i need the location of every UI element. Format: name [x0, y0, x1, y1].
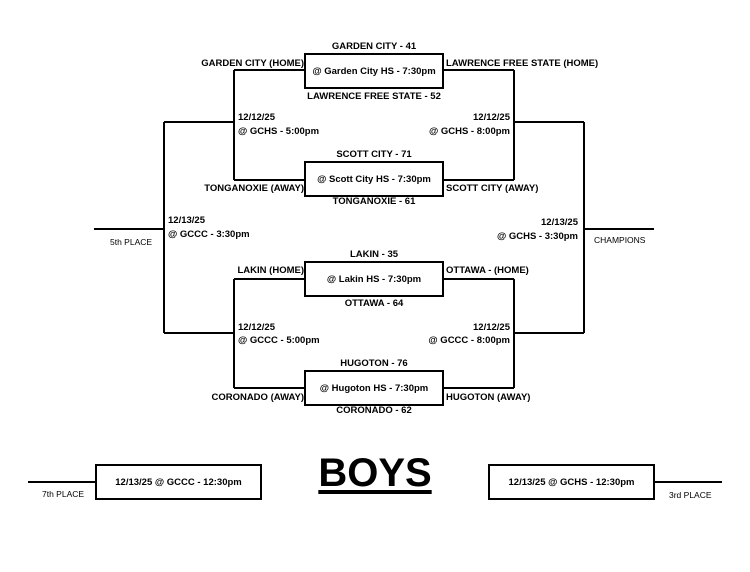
bottom-semi-2-winner-score: HUGOTON - 76: [340, 358, 408, 369]
top-semi-1-loser-score: LAWRENCE FREE STATE - 52: [307, 91, 441, 102]
top-semi-1-left-team: GARDEN CITY (HOME): [201, 58, 304, 69]
bottom-semi-1-game-box[interactable]: @ Lakin HS - 7:30pm: [304, 261, 444, 297]
bottom-semi-1-right-team: OTTAWA - (HOME): [446, 265, 529, 276]
round2-bottom-right-date: 12/12/25: [473, 322, 510, 333]
third-place-label: 3rd PLACE: [669, 490, 712, 500]
top-semi-2-game-box[interactable]: @ Scott City HS - 7:30pm: [304, 161, 444, 197]
round2-top-right-date: 12/12/25: [473, 112, 510, 123]
final-right-venue: @ GCHS - 3:30pm: [496, 231, 578, 242]
bottom-semi-2-left-team: CORONADO (AWAY): [211, 392, 304, 403]
round2-top-left-date: 12/12/25: [238, 112, 275, 123]
final-right-date: 12/13/25: [541, 217, 578, 228]
top-semi-2-winner-score: SCOTT CITY - 71: [336, 149, 412, 160]
fifth-place-label: 5th PLACE: [110, 237, 153, 247]
round2-bottom-left-venue: @ GCCC - 5:00pm: [238, 335, 320, 346]
top-semi-1-game-box[interactable]: @ Garden City HS - 7:30pm: [304, 53, 444, 89]
champions-label: CHAMPIONS: [594, 235, 646, 245]
final-left-venue: @ GCCC - 3:30pm: [168, 229, 250, 240]
page-title: BOYS: [318, 451, 432, 495]
round2-top-left-venue: @ GCHS - 5:00pm: [238, 126, 320, 137]
seventh-place-label: 7th PLACE: [42, 489, 85, 499]
bottom-semi-2-right-team: HUGOTON (AWAY): [446, 392, 531, 403]
top-semi-2-left-team: TONGANOXIE (AWAY): [204, 183, 304, 194]
bottom-semi-1-left-team: LAKIN (HOME): [237, 265, 305, 276]
top-semi-2-loser-score: TONGANOXIE - 61: [332, 196, 416, 207]
round2-bottom-right-venue: @ GCCC - 8:00pm: [428, 335, 510, 346]
third-place-game-box[interactable]: 12/13/25 @ GCHS - 12:30pm: [488, 464, 655, 500]
seventh-place-game-box[interactable]: 12/13/25 @ GCCC - 12:30pm: [95, 464, 262, 500]
bottom-semi-1-loser-score: OTTAWA - 64: [344, 298, 404, 309]
top-semi-1-right-team: LAWRENCE FREE STATE (HOME): [446, 58, 599, 69]
top-semi-2-right-team: SCOTT CITY (AWAY): [446, 183, 539, 194]
top-semi-1-winner-score: GARDEN CITY - 41: [331, 41, 417, 52]
final-left-date: 12/13/25: [168, 215, 205, 226]
bottom-semi-2-loser-score: CORONADO - 62: [336, 405, 412, 416]
round2-top-right-venue: @ GCHS - 8:00pm: [428, 126, 510, 137]
bottom-semi-1-winner-score: LAKIN - 35: [349, 249, 399, 260]
round2-bottom-left-date: 12/12/25: [238, 322, 275, 333]
bottom-semi-2-game-box[interactable]: @ Hugoton HS - 7:30pm: [304, 370, 444, 406]
